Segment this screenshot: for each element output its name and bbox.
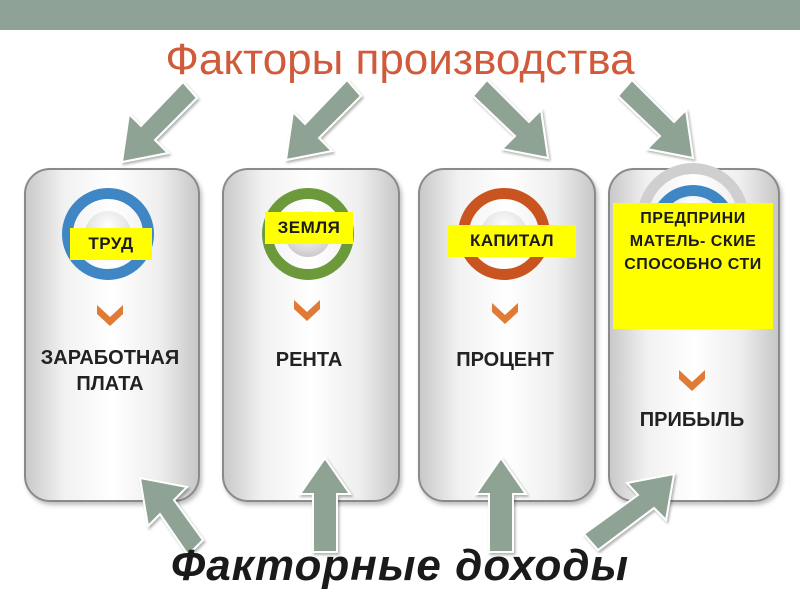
arrow-icon: [120, 80, 199, 164]
diagram-title: Факторы производства: [165, 35, 635, 84]
chevron-down-icon: [294, 300, 320, 321]
top-bar: [0, 0, 800, 30]
factor-label-entrepreneurship: ПРЕДПРИНИ МАТЕЛЬ- СКИЕ СПОСОБНО СТИ: [613, 203, 773, 329]
footer-title: Факторные доходы: [170, 541, 630, 590]
arrow-icon: [284, 78, 363, 162]
factor-label-capital: КАПИТАЛ: [448, 225, 576, 257]
chevron-down-icon: [97, 305, 123, 326]
chevron-down-icon: [679, 370, 705, 391]
chevron-down-icon: [492, 303, 518, 324]
arrow-icon: [616, 78, 695, 160]
factor-label-land: ЗЕМЛЯ: [265, 212, 353, 244]
arrow-icon: [471, 78, 550, 160]
income-label-capital: ПРОЦЕНТ: [456, 349, 554, 371]
income-label-land: РЕНТА: [275, 349, 343, 371]
income-label-entrepreneurship: ПРИБЫЛЬ: [639, 409, 745, 431]
factor-label-labor: ТРУД: [70, 228, 152, 260]
income-label-labor: ЗАРАБОТНАЯ ПЛАТА: [40, 347, 180, 395]
